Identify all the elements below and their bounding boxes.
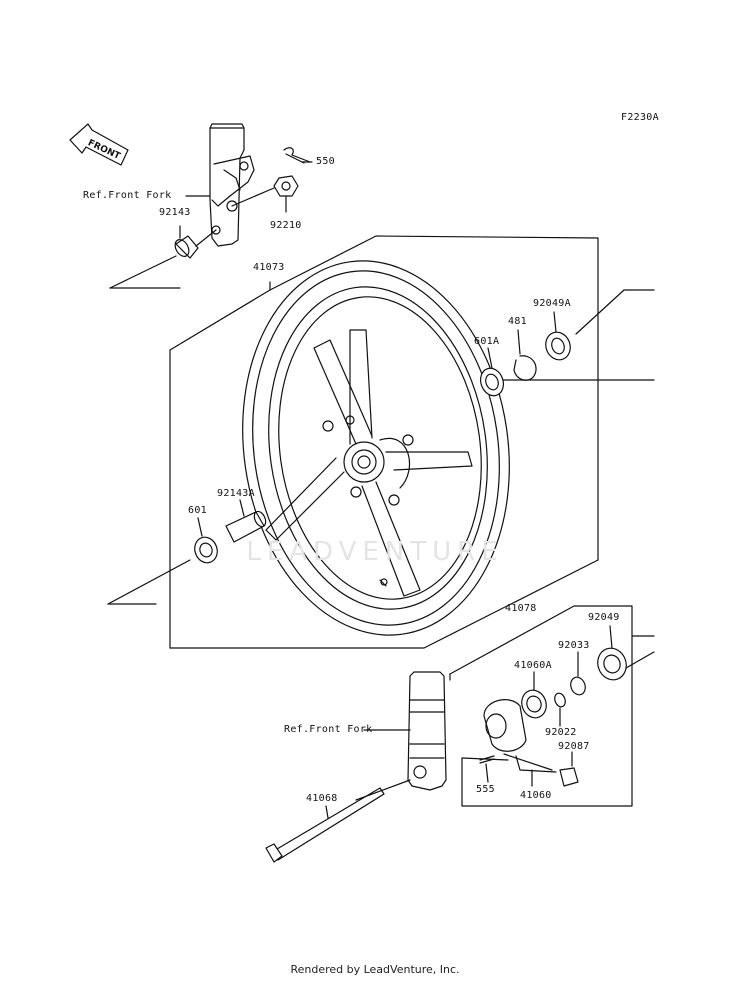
- part-label-481[interactable]: 481: [508, 316, 527, 327]
- part-label-92049[interactable]: 92049: [588, 612, 620, 623]
- part-label-41060[interactable]: 41060: [520, 790, 552, 801]
- collar-92143-icon: [174, 235, 199, 259]
- part-label-92033[interactable]: 92033: [558, 640, 590, 651]
- oil-seal-92049a-icon: [545, 331, 571, 361]
- leadventure-watermark: LEADVENTURE: [246, 537, 503, 567]
- part-label-601a[interactable]: 601A: [474, 336, 500, 347]
- part-label-92143a[interactable]: 92143A: [217, 488, 255, 499]
- washer-92022-icon: [554, 692, 566, 708]
- circlip-481-icon: [513, 355, 537, 381]
- part-label-ref-front-fork-bottom[interactable]: Ref.Front Fork: [284, 724, 373, 735]
- part-label-550[interactable]: 550: [316, 156, 335, 167]
- front-direction-arrow-icon: FRONT: [69, 123, 129, 166]
- part-label-ref-front-fork-top[interactable]: Ref.Front Fork: [83, 190, 172, 201]
- bushing-92087-icon: [559, 767, 579, 787]
- gear-housing-41060-icon: [483, 699, 557, 773]
- part-label-41078[interactable]: 41078: [505, 603, 537, 614]
- part-label-92210[interactable]: 92210: [270, 220, 302, 231]
- pin-555-icon: [479, 755, 495, 764]
- castle-nut-92210-icon: [273, 175, 299, 197]
- part-label-92087[interactable]: 92087: [558, 741, 590, 752]
- part-label-41060a[interactable]: 41060A: [514, 660, 552, 671]
- part-label-601[interactable]: 601: [188, 505, 207, 516]
- gear-41060a-icon: [521, 689, 547, 719]
- diagram-code-label: F2230A: [621, 112, 659, 123]
- washer-92033-icon: [570, 676, 586, 696]
- part-label-41073[interactable]: 41073: [253, 262, 285, 273]
- front-fork-top-drawing: [209, 123, 255, 247]
- spacer-92143a-icon: [225, 510, 267, 543]
- part-label-41068[interactable]: 41068: [306, 793, 338, 804]
- part-label-92049a[interactable]: 92049A: [533, 298, 571, 309]
- bearing-601a-icon: [480, 367, 504, 397]
- oil-seal-92049-icon: [597, 647, 627, 681]
- front-fork-bottom-drawing: [407, 671, 447, 791]
- cotter-pin-550-icon: [283, 147, 311, 164]
- bearing-601-icon: [194, 536, 218, 564]
- axle-41068-icon: [265, 787, 385, 863]
- part-label-92143[interactable]: 92143: [159, 207, 191, 218]
- part-label-92022[interactable]: 92022: [545, 727, 577, 738]
- footer-credit: Rendered by LeadVenture, Inc.: [290, 963, 460, 976]
- front-wheel-rim-drawing: [242, 260, 510, 636]
- part-label-555[interactable]: 555: [476, 784, 495, 795]
